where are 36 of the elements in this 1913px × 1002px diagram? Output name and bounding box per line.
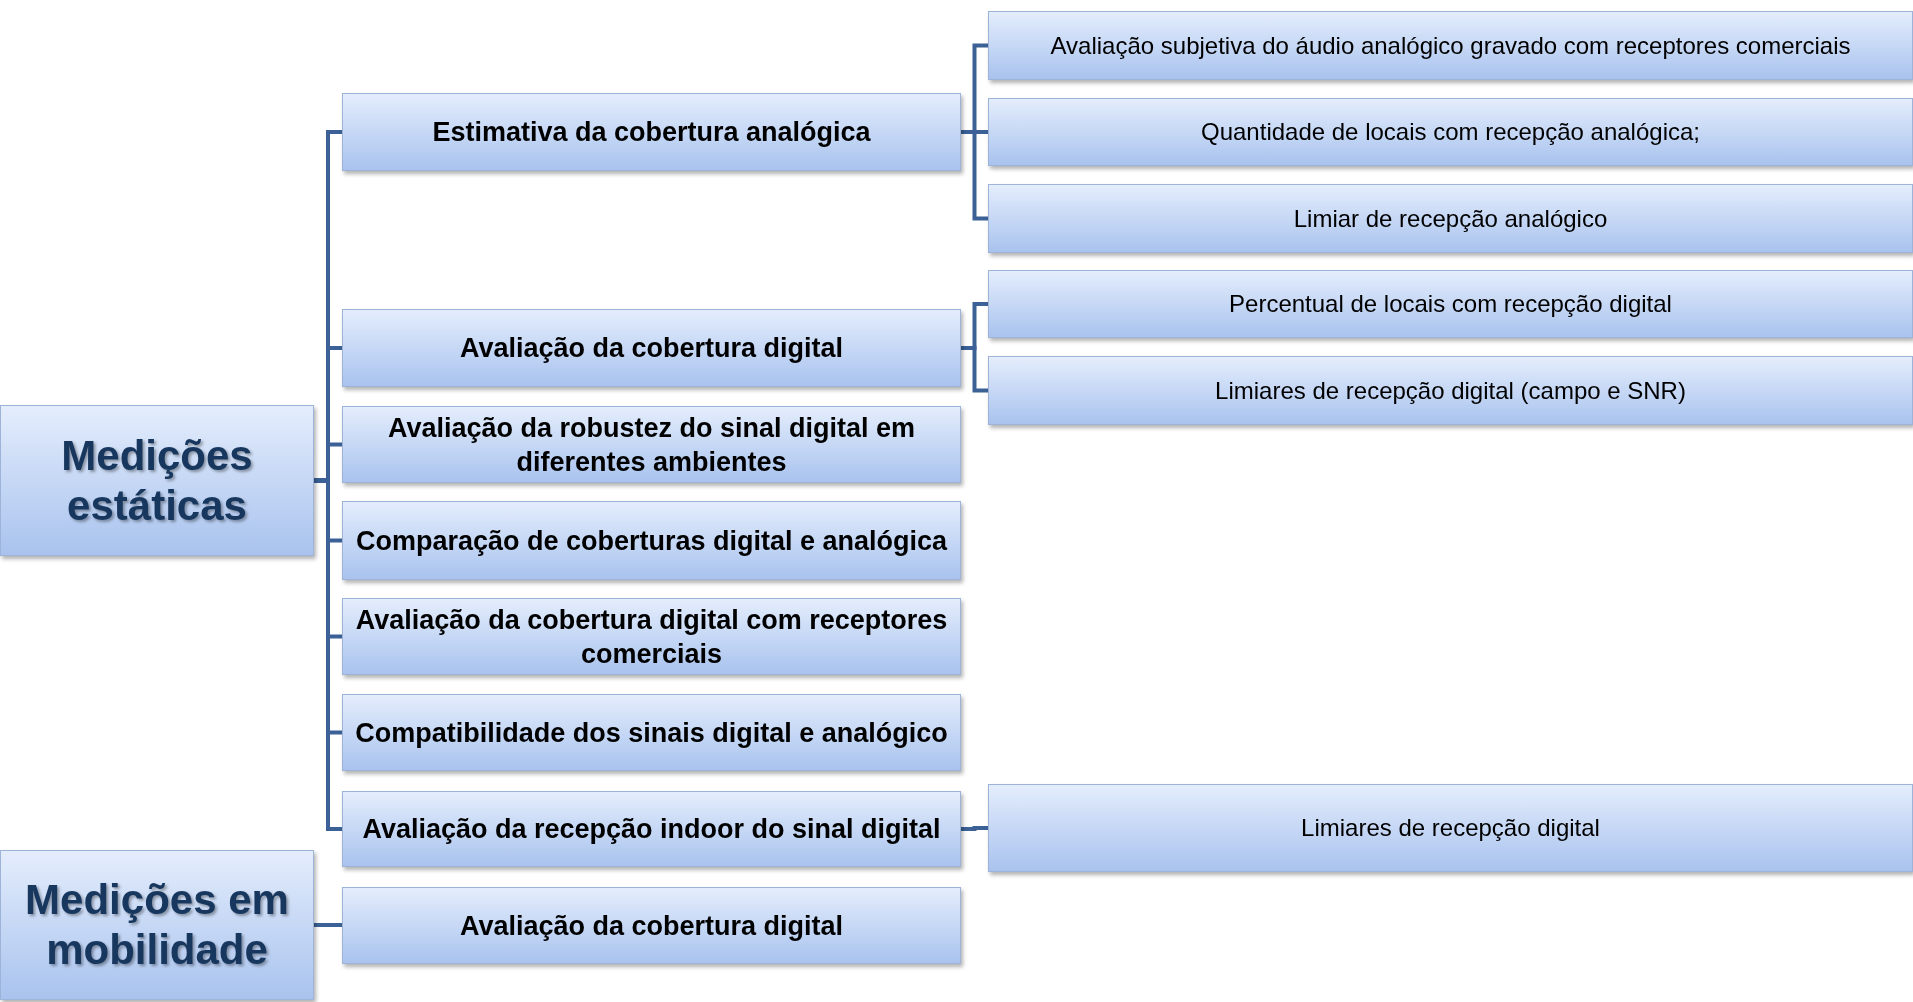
box-text: Quantidade de locais com recepção analógica; [1201, 117, 1700, 147]
box-text: Medições estáticas [60, 430, 254, 531]
box-text: Percentual de locais com recepção digital [1229, 289, 1672, 319]
topic-box [342, 501, 961, 580]
topic-box [342, 791, 961, 867]
topic-box [988, 784, 1913, 872]
connector-line [961, 826, 988, 831]
topic-box [342, 598, 961, 675]
box-text: Compatibilidade dos sinais digital e analógico [355, 716, 948, 750]
box-text: Avaliação da robustez do sinal digital em diferentes ambientes [386, 411, 917, 479]
topic-box [988, 356, 1913, 425]
topic-box [342, 93, 961, 171]
box-text: Medições em mobilidade [24, 875, 290, 975]
connector-line [961, 346, 988, 393]
box-text: Limiar de recepção analógico [1293, 203, 1608, 234]
connector-line [961, 130, 988, 221]
box-text: Avaliação subjetiva do áudio analógico gravado com receptores comerciais [1050, 30, 1851, 61]
box-text: Limiares de recepção digital [1301, 813, 1600, 843]
category-box [0, 850, 314, 1000]
box-text: Comparação de coberturas digital e analógica [355, 524, 948, 558]
topic-box [342, 309, 961, 387]
topic-box [988, 184, 1913, 253]
topic-box [342, 694, 961, 771]
box-text: Estimativa da cobertura analógica [432, 116, 871, 149]
box-text: Avaliação da cobertura digital [459, 332, 844, 365]
topic-box [342, 406, 961, 483]
box-text: Avaliação da recepção indoor do sinal digital [362, 813, 941, 846]
box-text: Avaliação da cobertura digital com receptores comerciais [354, 603, 949, 671]
connector-line [314, 923, 342, 927]
topic-box [988, 270, 1913, 338]
box-text: Avaliação da cobertura digital [459, 909, 844, 943]
topic-box [988, 98, 1913, 166]
box-text: Limiares de recepção digital (campo e SNR) [1215, 375, 1686, 406]
topic-box [342, 887, 961, 964]
topic-box [988, 11, 1913, 80]
category-box [0, 405, 314, 556]
